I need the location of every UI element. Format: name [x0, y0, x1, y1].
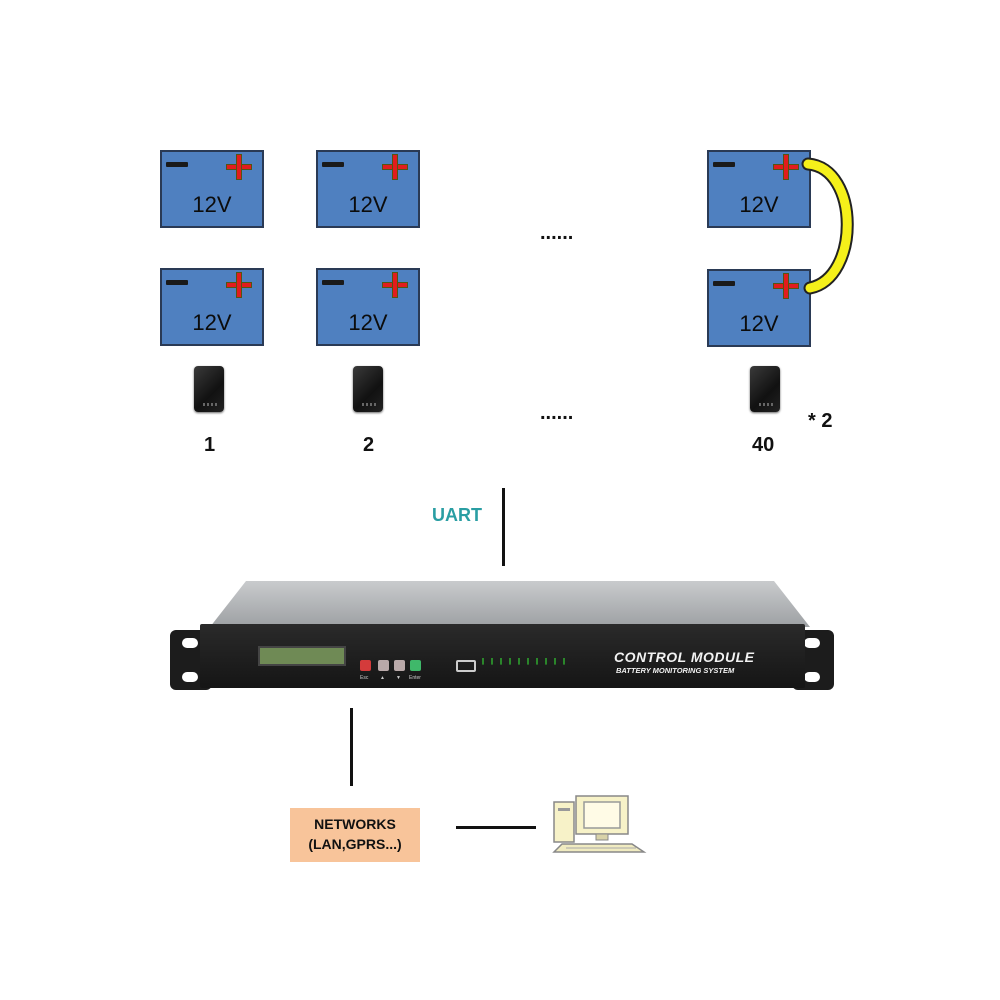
battery-ellipsis: ...... [540, 222, 574, 244]
enter-button[interactable] [410, 660, 421, 671]
plus-terminal-icon [773, 273, 799, 299]
minus-terminal-icon [166, 162, 188, 167]
lcd-display [258, 646, 346, 666]
battery-voltage: 12V [739, 192, 779, 217]
minus-terminal-icon [322, 162, 344, 167]
uart-label: UART [432, 505, 482, 525]
battery-2-top: 12V [316, 150, 420, 228]
sensor-module-40 [750, 366, 780, 412]
module-number-2: 2 [363, 434, 375, 456]
control-module: Esc ▲ ▼ Enter CONTROL MODULE BATTERY MON… [200, 624, 805, 688]
plus-terminal-icon [382, 154, 408, 180]
battery-voltage: 12V [348, 310, 388, 335]
sensor-module-1 [194, 366, 224, 412]
down-button[interactable] [394, 660, 405, 671]
esc-button[interactable] [360, 660, 371, 671]
battery-1-bottom: 12V [160, 268, 264, 346]
battery-voltage: 12V [192, 192, 232, 217]
battery-2-bottom: 12V [316, 268, 420, 346]
control-module-title: CONTROL MODULE [614, 649, 755, 665]
networks-title: NETWORKS [314, 816, 396, 832]
down-button-label: ▼ [396, 675, 401, 681]
module-number-40: 40 [752, 434, 775, 456]
plus-terminal-icon [226, 272, 252, 298]
module-ellipsis: ...... [540, 402, 574, 424]
usb-port-icon[interactable] [456, 660, 476, 672]
plus-terminal-icon [773, 154, 799, 180]
enter-button-label: Enter [409, 675, 421, 681]
jumper-cable [801, 157, 854, 295]
desktop-computer-icon [552, 795, 647, 853]
control-module-top-cover [210, 581, 810, 627]
module-number-1: 1 [204, 434, 216, 456]
battery-40-top: 12V [707, 150, 811, 228]
up-button-label: ▲ [380, 675, 385, 681]
minus-terminal-icon [713, 281, 735, 286]
minus-terminal-icon [322, 280, 344, 285]
minus-terminal-icon [166, 280, 188, 285]
control-module-subtitle: BATTERY MONITORING SYSTEM [616, 666, 735, 675]
battery-40-bottom: 12V [707, 269, 811, 347]
networks-types: (LAN,GPRS...) [308, 836, 402, 852]
battery-voltage: 12V [348, 192, 388, 217]
computer-connector-line [456, 826, 536, 829]
up-button[interactable] [378, 660, 389, 671]
battery-voltage: 12V [192, 310, 232, 335]
plus-terminal-icon [226, 154, 252, 180]
sensor-module-2 [353, 366, 383, 412]
battery-voltage: 12V [739, 311, 779, 336]
status-leds [482, 658, 572, 665]
uart-connector-line [502, 488, 505, 566]
battery-1-top: 12V [160, 150, 264, 228]
network-connector-line [350, 708, 353, 786]
minus-terminal-icon [713, 162, 735, 167]
plus-terminal-icon [382, 272, 408, 298]
esc-button-label: Esc [360, 675, 369, 681]
networks-box: NETWORKS (LAN,GPRS...) [290, 808, 420, 862]
multiplier-label: * 2 [808, 410, 833, 432]
